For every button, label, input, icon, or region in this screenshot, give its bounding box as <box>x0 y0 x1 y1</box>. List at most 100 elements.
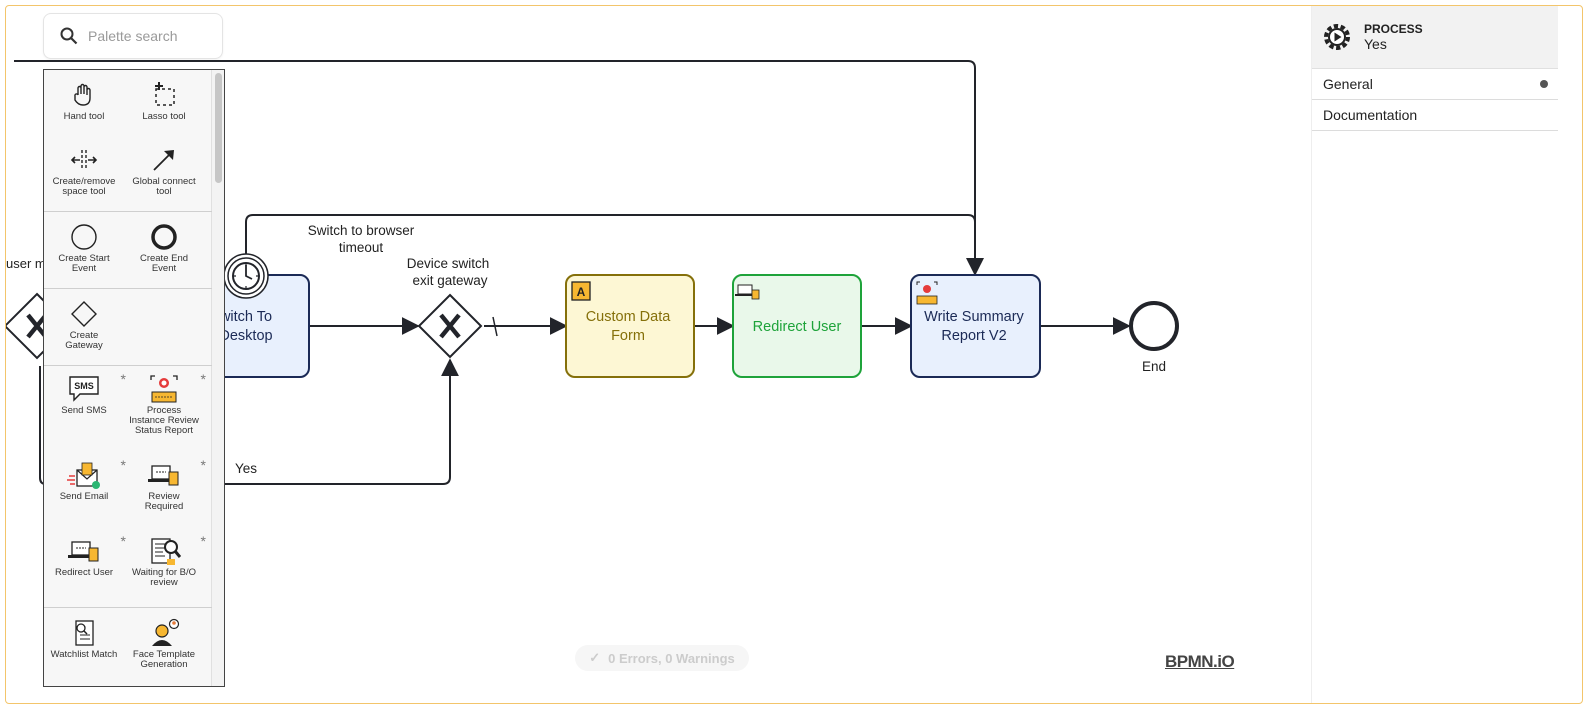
flow-yes <box>39 358 459 485</box>
redirect-laptop-icon <box>68 541 99 562</box>
palette-label: Gateway <box>65 340 103 351</box>
palette-label: Watchlist Match <box>50 649 118 660</box>
task-label-line2: Desktop <box>219 328 272 344</box>
star-marker: * <box>200 533 206 549</box>
validation-status-text: 0 Errors, 0 Warnings <box>608 650 735 666</box>
properties-header: PROCESS Yes <box>1312 6 1558 69</box>
tab-label: General <box>1323 76 1373 92</box>
palette-label: Waiting for B/O <box>131 567 197 578</box>
palette-label: Review <box>148 491 180 502</box>
palette-label: Send SMS <box>61 405 107 416</box>
palette-send-sms[interactable]: * SMS Send SMS <box>44 371 126 416</box>
palette-label: Create <box>69 330 99 341</box>
palette-label: Hand tool <box>63 111 105 122</box>
sequence-flows[interactable] <box>14 60 1131 485</box>
palette-label: Event <box>71 263 97 274</box>
validation-status[interactable]: ✓ 0 Errors, 0 Warnings <box>575 645 749 671</box>
gateway-label-2: exit gateway <box>412 273 487 288</box>
default-flow-marker <box>492 316 498 337</box>
end-label: End <box>1142 359 1166 374</box>
report-icon <box>916 281 938 305</box>
process-gear-icon <box>1324 24 1350 50</box>
palette-label: Status Report <box>134 425 194 436</box>
palette-label: Instance Review <box>129 415 199 426</box>
palette-lasso-tool[interactable]: Lasso tool <box>124 78 204 122</box>
end-event[interactable] <box>1129 301 1179 351</box>
flow-top-loop <box>14 60 984 276</box>
palette-hand-tool[interactable]: Hand tool <box>44 78 124 122</box>
sms-glyph: SMS <box>74 381 94 391</box>
task-label-line2: Form <box>611 328 645 344</box>
start-event-icon <box>71 224 97 250</box>
palette-label: Create Start <box>58 253 110 264</box>
element-type: PROCESS <box>1364 22 1423 36</box>
palette-search[interactable] <box>43 13 223 59</box>
timer-boundary-event-icon[interactable] <box>223 253 269 299</box>
task-label: Redirect User <box>753 319 842 335</box>
exclusive-gateway[interactable] <box>417 293 483 359</box>
palette-redirect-user[interactable]: * Redirect User <box>44 533 126 578</box>
watchlist-icon <box>75 620 94 646</box>
palette-watchlist-match[interactable]: Watchlist Match <box>44 616 124 660</box>
palette-review-required[interactable]: * Review Required <box>124 458 206 512</box>
laptop-icon <box>735 284 760 300</box>
palette-global-connect-tool[interactable]: Global connect tool <box>124 143 204 197</box>
star-marker: * <box>120 533 126 549</box>
face-template-icon <box>152 618 180 646</box>
palette-gateway[interactable]: Create Gateway <box>44 297 124 351</box>
properties-panel: PROCESS Yes General Documentation <box>1311 6 1558 703</box>
palette-label: Lasso tool <box>142 111 186 122</box>
arrow-icon <box>153 150 174 171</box>
task-write-summary-report[interactable]: Write Summary Report V2 <box>910 274 1041 378</box>
space-tool-icon <box>70 150 98 170</box>
palette-label: Required <box>144 501 184 512</box>
search-icon <box>60 27 78 45</box>
star-marker: * <box>120 457 126 473</box>
indicator-dot <box>1540 80 1548 88</box>
tab-label: Documentation <box>1323 107 1418 123</box>
task-label-line1: Write Summary <box>924 309 1024 325</box>
document-search-icon <box>151 538 181 565</box>
palette-waiting-bo-review[interactable]: * Waiting for B/O review <box>124 533 206 588</box>
palette-space-tool[interactable]: Create/remove space tool <box>44 143 124 197</box>
palette-group-more: Watchlist Match Face Template Generation <box>44 608 212 686</box>
yes-label: Yes <box>235 461 257 476</box>
palette-scrollbar[interactable] <box>211 70 224 686</box>
palette-search-input[interactable] <box>86 27 210 45</box>
star-marker: * <box>200 371 206 387</box>
palette-start-event[interactable]: Create Start Event <box>44 220 124 274</box>
star-marker: * <box>120 371 126 387</box>
flow-timeout <box>245 214 984 276</box>
palette-label: space tool <box>62 186 106 197</box>
palette-face-template[interactable]: Face Template Generation <box>124 616 204 670</box>
palette-process-review[interactable]: * Process Instance Review Status Report <box>124 371 206 436</box>
palette-label: Event <box>151 263 177 274</box>
task-custom-data-form[interactable]: A Custom Data Form <box>565 274 695 378</box>
palette-end-event[interactable]: Create End Event <box>124 220 204 274</box>
bpmn-io-logo[interactable]: BPMN.iO <box>1165 652 1235 671</box>
palette-send-email[interactable]: * Send Email <box>44 457 126 502</box>
task-label-line1: Custom Data <box>586 309 672 325</box>
gateway-label-1: Device switch <box>407 256 490 271</box>
palette-scrollbar-thumb[interactable] <box>215 73 222 183</box>
lasso-icon <box>155 82 175 106</box>
tab-documentation[interactable]: Documentation <box>1312 100 1558 131</box>
palette-label: Send Email <box>59 491 109 502</box>
end-event-icon <box>151 224 177 250</box>
partial-label: user m <box>6 256 46 271</box>
task-redirect-user[interactable]: Redirect User <box>732 274 862 378</box>
task-label-line2: Report V2 <box>941 328 1006 344</box>
palette-label: Redirect User <box>54 567 114 578</box>
tab-general[interactable]: General <box>1312 69 1558 100</box>
palette-label: Global connect <box>132 176 196 187</box>
sms-icon: SMS <box>69 376 99 402</box>
task-label-line1: witch To <box>219 309 272 325</box>
check-icon: ✓ <box>589 650 601 665</box>
palette: Hand tool Lasso tool Create/remove space… <box>43 69 225 687</box>
editor-frame: user m witch To Desktop Switch to browse… <box>5 5 1583 704</box>
form-icon <box>571 281 591 301</box>
palette-label: Create End <box>139 253 189 264</box>
palette-group-events: Create Start Event Create End Event <box>44 212 212 289</box>
send-email-icon <box>67 462 100 489</box>
palette-label: Create/remove <box>52 176 116 187</box>
